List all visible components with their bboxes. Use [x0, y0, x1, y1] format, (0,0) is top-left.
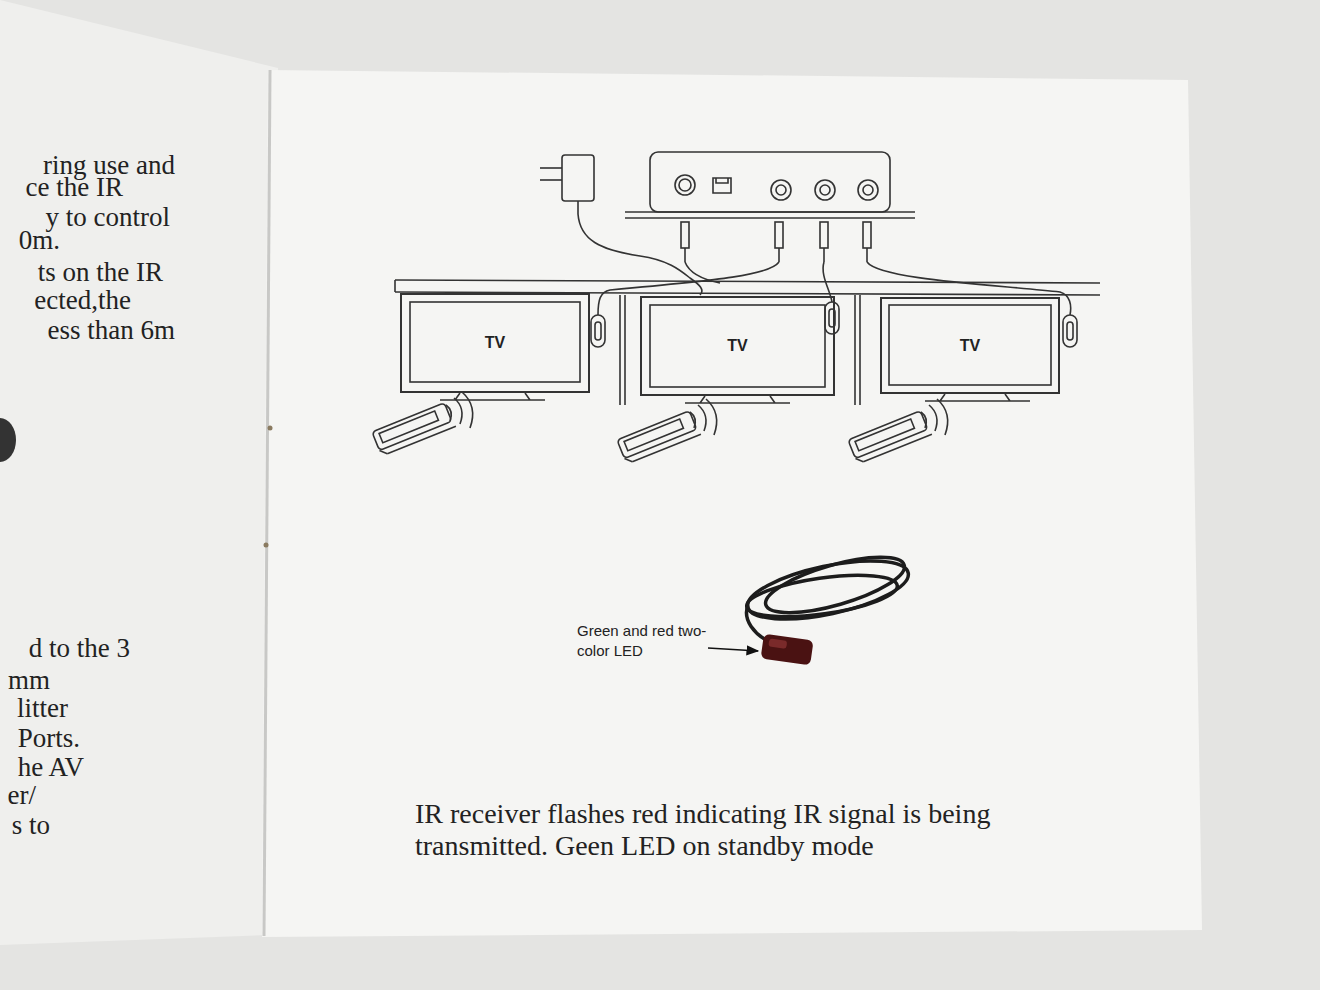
body-text-fragment: er/: [0, 779, 36, 811]
tv-box: TV: [400, 293, 590, 393]
tv-label: TV: [727, 337, 747, 355]
caption: IR receiver flashes red indicating IR si…: [415, 798, 1070, 862]
body-text-fragment: ts on the IR: [0, 256, 163, 288]
staple: [264, 543, 269, 548]
tv-label: TV: [960, 337, 980, 355]
callout-label: Green and red two-color LED: [577, 621, 707, 661]
ir-receiver-cable: [743, 546, 913, 665]
body-text-fragment: Ports.: [0, 722, 80, 754]
shelf: [395, 280, 1100, 405]
tv-box: TV: [640, 296, 835, 396]
body-text-fragment: ce the IR: [0, 171, 123, 203]
body-text-fragment: mm: [0, 664, 50, 696]
tv-label: TV: [485, 334, 505, 352]
body-text-fragment: s to: [0, 809, 50, 841]
body-text-fragment: 0m.: [0, 224, 60, 256]
staple: [268, 426, 273, 431]
body-text-fragment: d to the 3: [0, 632, 130, 664]
icon-fragment: [0, 418, 16, 462]
tv-box: TV: [880, 297, 1060, 394]
body-text-fragment: he AV: [0, 751, 84, 783]
right-page: [262, 70, 1202, 937]
tv-detail: [410, 302, 1051, 403]
left-page: [0, 0, 278, 945]
ir-splitter: [625, 152, 915, 218]
body-text-fragment: litter: [0, 692, 68, 724]
body-text-fragment: ected,the: [0, 284, 131, 316]
callout-arrow: [708, 648, 758, 651]
power-adapter: [540, 155, 702, 295]
body-text-fragment: ess than 6m: [0, 314, 175, 346]
remote-controls: [372, 392, 948, 464]
spine: [264, 70, 270, 936]
